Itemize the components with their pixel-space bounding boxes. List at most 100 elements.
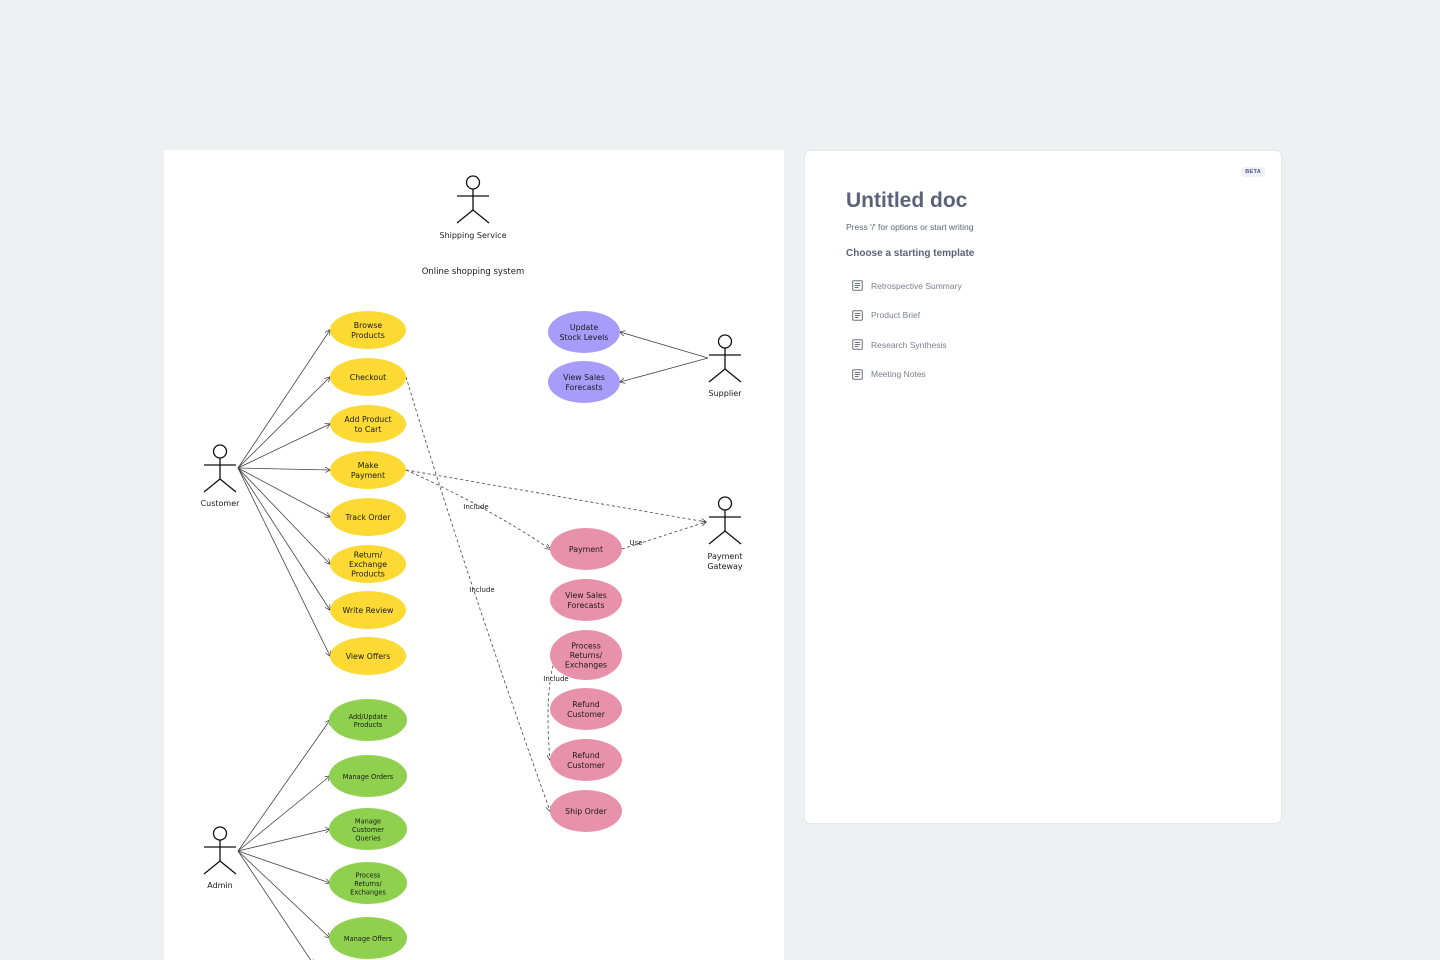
usecase-system-process-returns-exchanges-2-label-line: Process: [571, 641, 601, 650]
usecase-track-order[interactable]: [330, 498, 406, 536]
actor-customer-leg-right: [219, 478, 237, 493]
template-label: Product Brief: [871, 310, 921, 321]
usecase-admin-process-returns-exchanges-shape: [329, 862, 407, 904]
use-payment-gateway: [621, 522, 706, 550]
usecase-add-product-to-cart[interactable]: [330, 405, 406, 443]
usecase-system-ship-order-5[interactable]: [550, 790, 622, 832]
template-label: Meeting Notes: [871, 369, 926, 380]
usecase-make-payment-label-line: Payment: [351, 471, 385, 480]
usecase-return-exchange-products[interactable]: [330, 545, 406, 583]
usecase-checkout[interactable]: [330, 358, 406, 396]
usecase-admin-process-returns-exchanges-label-line: Returns/: [354, 880, 382, 888]
template-list: Retrospective Summary Product Brief Rese…: [852, 271, 962, 389]
document-icon: [852, 339, 863, 351]
actor-payment-gateway[interactable]: [708, 496, 742, 545]
payment-gateway-label-line: Gateway: [707, 562, 743, 571]
usecase-write-review-shape: [330, 591, 406, 629]
usecase-write-review[interactable]: [330, 591, 406, 629]
usecase-system-process-returns-exchanges-2-label-line: Returns/: [570, 651, 603, 660]
assoc-admin-manage-orders: [237, 776, 330, 852]
template-research-synthesis[interactable]: Research Synthesis: [852, 330, 962, 360]
template-retrospective-summary[interactable]: Retrospective Summary: [852, 271, 962, 301]
usecase-admin-manage-orders[interactable]: [329, 755, 407, 797]
customer-label-line: Customer: [201, 499, 241, 508]
usecase-system-view-sales-forecasts-1[interactable]: [550, 579, 622, 621]
usecase-system-refund-customer-3-label-line: Customer: [567, 710, 606, 719]
system-title-line: Online shopping system: [422, 267, 525, 277]
usecase-supplier-view-sales-forecasts[interactable]: [548, 361, 620, 403]
usecase-supplier-update-stock-levels-label-line: Update: [570, 323, 598, 332]
relation-label-include-payment: Include: [463, 503, 488, 511]
beta-badge: BETA: [1241, 167, 1265, 177]
doc-hint[interactable]: Press '/' for options or start writing: [846, 222, 974, 232]
usecase-admin-manage-offers-shape: [329, 917, 407, 959]
usecase-system-process-returns-exchanges-2[interactable]: [550, 630, 622, 680]
usecase-admin-manage-customer-queries-label-line: Manage: [355, 818, 381, 826]
doc-title[interactable]: Untitled doc: [846, 189, 968, 212]
actor-admin-leg-left: [203, 860, 221, 875]
usecase-add-product-to-cart-label-line: to Cart: [355, 425, 382, 434]
usecase-admin-manage-orders-shape: [329, 755, 407, 797]
assoc-admin-process-returns-exchanges: [237, 850, 330, 883]
actor-shipping-service-leg-left: [456, 209, 474, 224]
usecase-system-refund-customer-3[interactable]: [550, 688, 622, 730]
usecase-track-order-label: Track Order: [344, 513, 391, 522]
usecase-return-exchange-products-label-line: Products: [351, 570, 385, 579]
usecase-return-exchange-products-shape: [330, 545, 406, 583]
usecase-system-view-sales-forecasts-1-label-line: View Sales: [565, 591, 607, 600]
actor-admin[interactable]: [203, 826, 237, 875]
usecase-system-refund-customer-3-label-line: Refund: [572, 700, 599, 709]
usecase-system-payment-0-label-line: Payment: [569, 545, 603, 554]
shipping-service-label: Shipping Service: [439, 231, 506, 240]
actor-supplier-leg-left: [708, 368, 726, 383]
actor-supplier-leg-right: [724, 368, 742, 383]
relation-label-include-ship: Include: [469, 586, 494, 594]
usecase-admin-process-returns-exchanges[interactable]: [329, 862, 407, 904]
usecase-supplier-update-stock-levels[interactable]: [548, 311, 620, 353]
usecase-browse-products[interactable]: [330, 311, 406, 349]
usecase-return-exchange-products-label-line: Exchange: [349, 560, 387, 569]
template-label: Retrospective Summary: [871, 280, 962, 291]
usecase-system-payment-0[interactable]: [550, 528, 622, 570]
actor-supplier[interactable]: [708, 334, 742, 383]
usecase-system-refund-customer-4-label-line: Customer: [567, 761, 606, 770]
usecase-system-view-sales-forecasts-1-shape: [550, 579, 622, 621]
actor-shipping-service[interactable]: [456, 175, 490, 224]
usecase-admin-manage-offers-label-line: Manage Offers: [344, 935, 393, 943]
usecase-return-exchange-products-label-line: Return/: [354, 550, 383, 559]
usecase-view-offers-label: View Offers: [346, 652, 391, 661]
usecase-admin-manage-customer-queries[interactable]: [329, 808, 407, 850]
usecase-view-offers[interactable]: [330, 637, 406, 675]
actor-shipping-service-head: [465, 175, 481, 190]
relation-label-include-refund: Include: [543, 675, 568, 683]
assoc-customer-browse-products: [237, 330, 330, 469]
template-meeting-notes[interactable]: Meeting Notes: [852, 360, 962, 390]
template-product-brief[interactable]: Product Brief: [852, 301, 962, 331]
usecase-admin-add-update-products[interactable]: [329, 699, 407, 741]
usecase-track-order-shape: [330, 498, 406, 536]
actor-customer-leg-left: [203, 478, 221, 493]
assoc-customer-add-product-to-cart: [237, 424, 330, 469]
usecase-browse-products-label-line: Products: [351, 331, 385, 340]
usecase-make-payment[interactable]: [330, 451, 406, 489]
actor-shipping-service-leg-right: [472, 209, 490, 224]
template-label: Research Synthesis: [871, 339, 947, 350]
actor-customer-head: [212, 444, 228, 459]
assoc-customer-make-payment: [237, 468, 330, 470]
actor-customer[interactable]: [203, 444, 237, 493]
usecase-supplier-view-sales-forecasts-label-line: View Sales: [563, 373, 605, 382]
assoc-admin-offscreen: [237, 850, 314, 960]
usecase-admin-manage-offers[interactable]: [329, 917, 407, 959]
usecase-supplier-update-stock-levels-shape: [548, 311, 620, 353]
shipping-service-label-line: Shipping Service: [439, 231, 506, 240]
usecase-system-refund-customer-4[interactable]: [550, 739, 622, 781]
include-make-payment-payment: [405, 469, 550, 549]
use-make-payment-gateway: [405, 469, 706, 522]
